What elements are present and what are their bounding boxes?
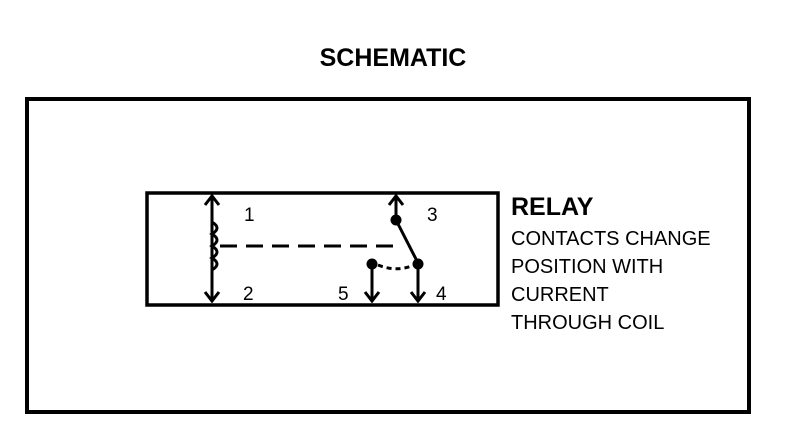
relay-desc-line-3: CURRENT bbox=[511, 284, 609, 306]
pin-label-3: 3 bbox=[427, 205, 438, 226]
relay-desc-line-4: THROUGH COIL bbox=[511, 312, 664, 334]
relay-box bbox=[145, 191, 500, 307]
relay-desc-line-1: CONTACTS CHANGE bbox=[511, 228, 711, 250]
outer-frame bbox=[25, 97, 751, 414]
pin-label-2: 2 bbox=[243, 284, 254, 305]
relay-desc-line-2: POSITION WITH bbox=[511, 256, 663, 278]
pin-label-5: 5 bbox=[338, 284, 349, 305]
pin-label-1: 1 bbox=[244, 205, 255, 226]
coil-terminal-line bbox=[203, 193, 221, 304]
pin5-terminal bbox=[363, 264, 381, 304]
relay-title: RELAY bbox=[511, 193, 594, 221]
schematic-title: SCHEMATIC bbox=[319, 44, 467, 72]
pin-label-4: 4 bbox=[436, 284, 447, 305]
switch-arm bbox=[394, 219, 420, 264]
pin4-terminal bbox=[409, 264, 427, 304]
alternate-switch-position bbox=[377, 263, 413, 271]
coil-icon bbox=[209, 220, 219, 272]
